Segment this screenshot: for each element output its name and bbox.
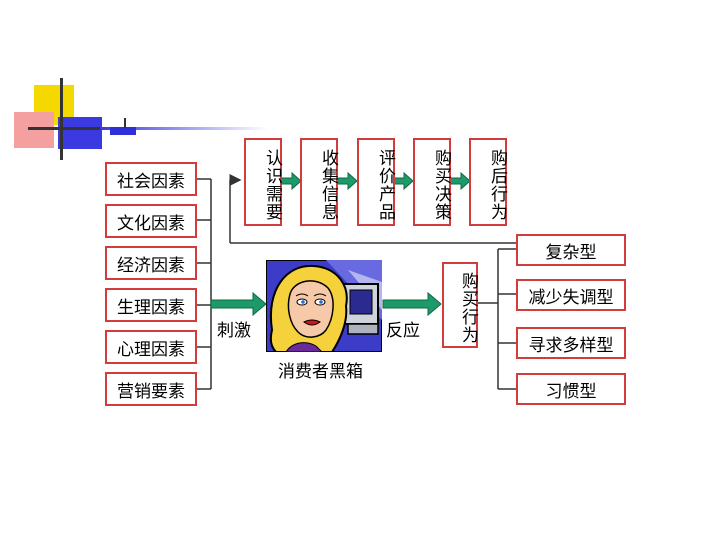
step-collect-info: 收集信息 xyxy=(300,138,338,226)
stimulus-label: 刺激 xyxy=(217,321,251,341)
type-complex-label: 复杂型 xyxy=(545,242,597,263)
response-label: 反应 xyxy=(386,321,420,341)
consumer-blackbox-illustration xyxy=(265,259,383,353)
type-dissonance-reducing: 减少失调型 xyxy=(516,279,626,311)
decor-vertical-line xyxy=(60,78,63,160)
factor-physiology: 生理因素 xyxy=(105,288,197,322)
blackbox-label: 消费者黑箱 xyxy=(278,362,363,382)
decor-horizontal-fade xyxy=(100,127,660,130)
factor-physiology-label: 生理因素 xyxy=(117,297,185,318)
step-evaluate: 评价产品 xyxy=(357,138,395,226)
type-habitual-label: 习惯型 xyxy=(545,381,597,402)
step-purchase-decision-label: 购买决策 xyxy=(431,149,451,221)
step-evaluate-label: 评价产品 xyxy=(375,149,395,221)
factor-culture: 文化因素 xyxy=(105,204,197,238)
decor-small-blue xyxy=(110,127,136,135)
type-complex: 复杂型 xyxy=(516,234,626,266)
factor-social: 社会因素 xyxy=(105,162,197,196)
factor-culture-label: 文化因素 xyxy=(117,213,185,234)
type-dissonance-reducing-label: 减少失调型 xyxy=(528,287,614,308)
consumer-woman-icon xyxy=(265,259,383,353)
step-recognize-need-label: 认识需要 xyxy=(262,149,282,221)
decor-blue-square xyxy=(58,117,102,149)
factor-social-label: 社会因素 xyxy=(117,171,185,192)
step-recognize-need: 认识需要 xyxy=(244,138,282,226)
step-collect-info-label: 收集信息 xyxy=(318,149,338,221)
step-post-purchase-label: 购后行为 xyxy=(487,149,507,221)
factor-economy: 经济因素 xyxy=(105,246,197,280)
factor-psychology: 心理因素 xyxy=(105,330,197,364)
factor-marketing: 营销要素 xyxy=(105,372,197,406)
step-post-purchase: 购后行为 xyxy=(469,138,507,226)
type-variety-seeking-label: 寻求多样型 xyxy=(528,335,614,356)
type-variety-seeking: 寻求多样型 xyxy=(516,327,626,359)
purchase-behavior-label: 购买行为 xyxy=(458,272,478,344)
purchase-behavior-box: 购买行为 xyxy=(442,262,478,348)
factor-economy-label: 经济因素 xyxy=(117,255,185,276)
decor-pink-square xyxy=(14,112,54,148)
factor-marketing-label: 营销要素 xyxy=(117,381,185,402)
decor-tick xyxy=(124,118,126,128)
type-habitual: 习惯型 xyxy=(516,373,626,405)
step-purchase-decision: 购买决策 xyxy=(413,138,451,226)
factor-psychology-label: 心理因素 xyxy=(117,339,185,360)
decor-horizontal-line xyxy=(28,127,153,130)
